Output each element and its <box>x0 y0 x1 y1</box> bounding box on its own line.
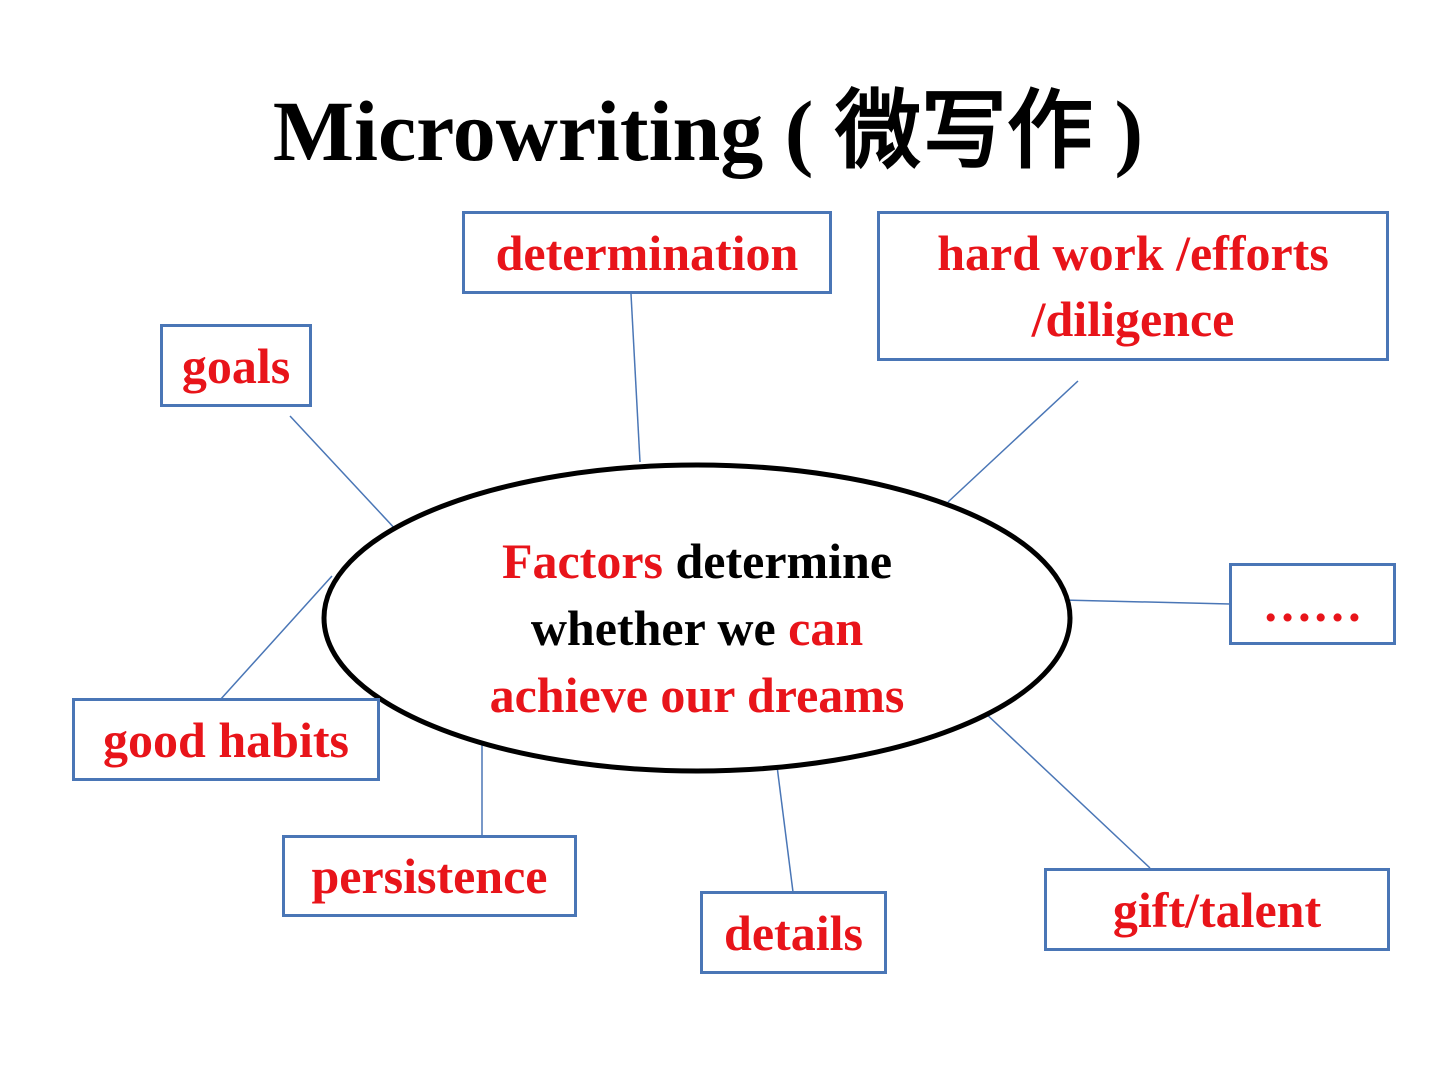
node-good-habits-label: good habits <box>103 711 349 768</box>
slide-title: Microwriting ( 微写作 ) <box>0 88 1416 174</box>
node-determination-label: determination <box>495 224 799 281</box>
link-goals <box>289 415 399 533</box>
node-gift-talent-label: gift/talent <box>1112 881 1322 938</box>
center-line-1: Factors determine <box>432 528 962 595</box>
center-word-can: can <box>788 600 864 656</box>
center-line-2: whether we can <box>432 595 962 662</box>
title-text: Microwriting ( <box>272 83 835 179</box>
link-hard-work <box>947 380 1079 503</box>
center-statement: Factors determine whether we can achieve… <box>432 528 962 729</box>
center-word-determine: determine <box>662 533 893 589</box>
title-close: ) <box>1092 83 1144 179</box>
link-determination <box>630 293 641 463</box>
node-hard-work: hard work /efforts /diligence <box>877 211 1389 361</box>
node-details-label: details <box>724 904 863 961</box>
node-details: details <box>700 891 887 974</box>
node-determination: determination <box>462 211 832 294</box>
center-ellipse <box>321 462 1073 774</box>
link-more <box>1061 599 1231 605</box>
node-more-label: …… <box>1262 576 1363 632</box>
node-goals-label: goals <box>181 337 291 394</box>
node-hard-work-line2: /diligence <box>1031 291 1235 347</box>
node-goals: goals <box>160 324 312 407</box>
node-gift-talent: gift/talent <box>1044 868 1390 951</box>
link-details <box>776 765 794 893</box>
link-gift-talent <box>981 709 1151 869</box>
link-good-habits <box>219 575 333 701</box>
node-persistence: persistence <box>282 835 577 917</box>
node-persistence-label: persistence <box>311 848 548 904</box>
node-good-habits: good habits <box>72 698 380 781</box>
center-word-factors: Factors <box>501 533 663 589</box>
title-cjk: 微写作 <box>834 81 1093 181</box>
center-line-3: achieve our dreams <box>489 667 905 723</box>
node-hard-work-line1: hard work /efforts <box>937 225 1329 281</box>
node-more: …… <box>1229 563 1396 645</box>
center-words-whether-we: whether we <box>530 600 789 656</box>
